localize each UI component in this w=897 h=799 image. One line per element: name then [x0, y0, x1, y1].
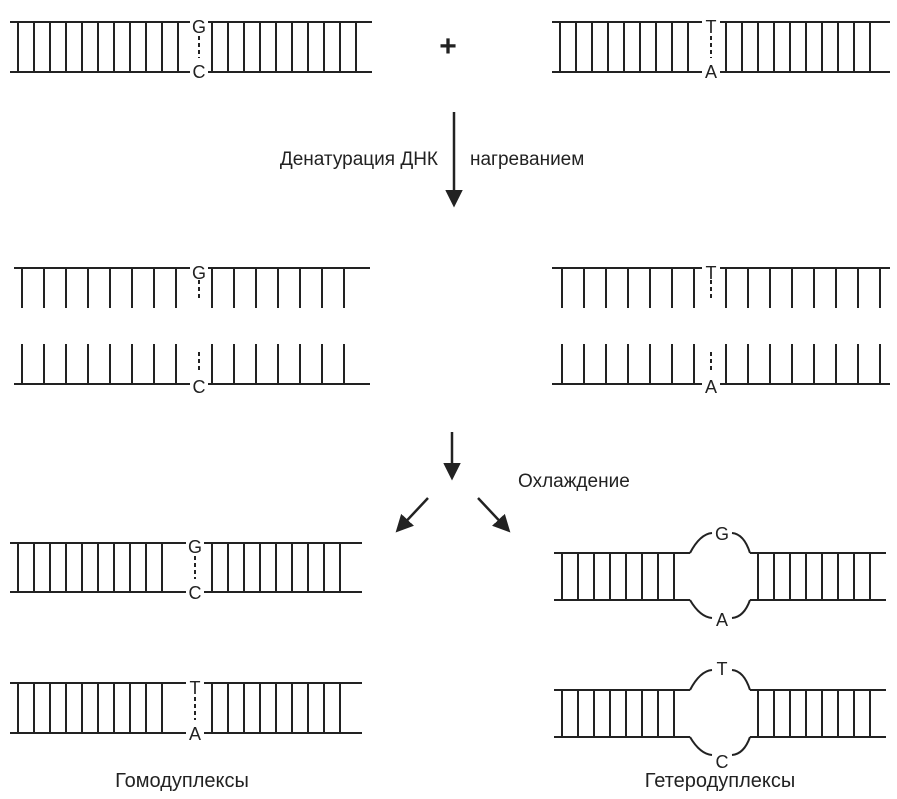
helix-rungs — [211, 543, 341, 592]
cooling-label: Охлаждение — [518, 471, 630, 492]
base-label: G — [715, 524, 729, 544]
base-label: A — [705, 377, 717, 397]
mismatch-bubble-bottom — [689, 599, 751, 619]
strand-teeth — [725, 268, 881, 308]
base-label: A — [716, 610, 728, 630]
plus-sign: + — [439, 30, 457, 63]
helix-rungs — [561, 690, 675, 737]
strand-teeth — [211, 268, 345, 308]
single-strand-bottom: A — [552, 344, 890, 397]
branch-arrow-left — [395, 497, 429, 533]
helix-rungs — [561, 553, 675, 600]
strand-teeth — [21, 344, 177, 384]
single-strand-top: T — [552, 263, 890, 308]
helix-rungs — [559, 22, 689, 72]
heteroduplex-ga: G A — [554, 524, 886, 630]
homoduplex-gc: G C — [10, 537, 362, 603]
base-label: A — [705, 62, 717, 82]
strand-teeth — [561, 268, 695, 308]
base-label: T — [717, 659, 728, 679]
initial-duplex-ta: T A — [552, 17, 890, 82]
helix-rungs — [17, 683, 163, 733]
single-strand-top: G — [14, 263, 370, 308]
helix-rungs — [211, 22, 357, 72]
heteroduplexes-caption: Гетеродуплексы — [645, 770, 795, 792]
homoduplexes-caption: Гомодуплексы — [115, 770, 249, 792]
strand-teeth — [561, 344, 695, 384]
mismatch-bubble-top — [689, 532, 751, 554]
branch-arrow-right — [477, 497, 511, 533]
base-label: A — [189, 724, 201, 744]
denaturation-label: Денатурация ДНК — [280, 149, 438, 170]
mismatch-bubble-top — [689, 669, 751, 691]
heteroduplex-tc: T C — [554, 659, 886, 772]
mismatch-bubble-bottom — [689, 736, 751, 756]
base-label: G — [192, 17, 206, 37]
heating-label: нагреванием — [470, 149, 584, 170]
base-label: T — [706, 17, 717, 37]
single-strand-bottom: C — [14, 344, 370, 397]
base-label: C — [193, 377, 206, 397]
helix-rungs — [725, 22, 871, 72]
homoduplex-ta: T A — [10, 678, 362, 744]
base-label: C — [189, 583, 202, 603]
helix-rungs — [757, 553, 871, 600]
helix-rungs — [211, 683, 341, 733]
denatured-strands-gc: G C — [14, 263, 370, 397]
helix-rungs — [17, 543, 163, 592]
base-label: T — [190, 678, 201, 698]
strand-teeth — [725, 344, 881, 384]
strand-teeth — [21, 268, 177, 308]
initial-duplex-gc: G C — [10, 17, 372, 82]
base-label: C — [193, 62, 206, 82]
base-label: G — [188, 537, 202, 557]
strand-teeth — [211, 344, 345, 384]
base-label: T — [706, 263, 717, 283]
base-label: C — [716, 752, 729, 772]
helix-rungs — [17, 22, 179, 72]
helix-rungs — [757, 690, 871, 737]
base-label: G — [192, 263, 206, 283]
denatured-strands-ta: T A — [552, 263, 890, 397]
